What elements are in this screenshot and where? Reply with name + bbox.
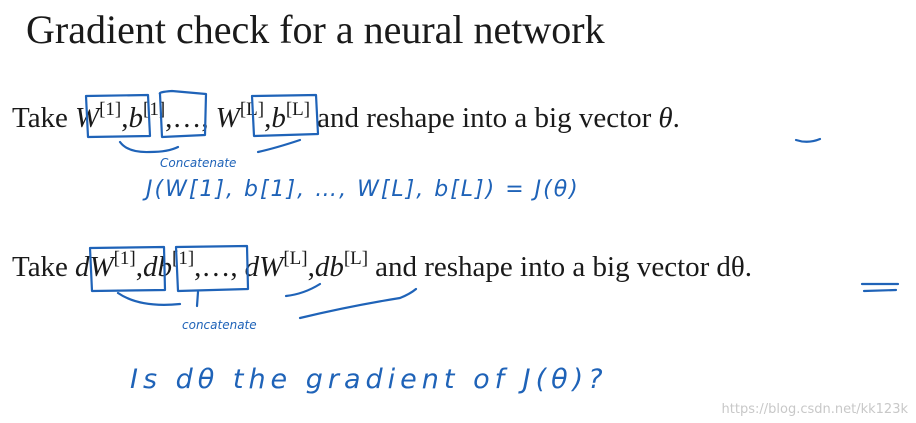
concatenate-note-1: Concatenate: [160, 156, 237, 170]
dw1-symbol: dW[1]: [74, 248, 136, 283]
gradient-question: Is dθ the gradient of J(θ)?: [130, 364, 608, 395]
take-word: Take: [12, 251, 68, 283]
reshape-text: and reshape into a big vector: [317, 102, 652, 134]
box-wL: [250, 93, 320, 138]
brace-5: [298, 287, 418, 320]
box-w1: [84, 93, 152, 139]
concatenate-note-2: concatenate: [182, 318, 257, 332]
box-b1: [158, 89, 208, 139]
dwL-symbol: dW[L]: [244, 248, 308, 283]
tick-mid: [195, 290, 200, 308]
watermark: https://blog.csdn.net/kk123k: [721, 402, 908, 417]
theta-symbol: θ: [658, 102, 673, 134]
box-dw1: [88, 245, 167, 293]
dbL-symbol: db[L]: [314, 248, 369, 283]
dtheta-symbol: dθ: [716, 251, 745, 283]
brace-1: [118, 140, 180, 154]
brace-3: [116, 291, 182, 306]
dtheta-underline: [860, 282, 900, 293]
brace-2: [256, 138, 302, 154]
brace-4: [284, 282, 322, 298]
ellipsis: …: [201, 251, 231, 283]
reshape-text: and reshape into a big vector: [375, 251, 710, 283]
theta-underline: [794, 137, 822, 143]
take-word: Take: [12, 102, 68, 134]
cost-function-note: J(W[1], b[1], …, W[L], b[L]) = J(θ): [146, 177, 580, 202]
period: .: [672, 102, 680, 134]
period: .: [744, 251, 752, 283]
box-db1: [174, 244, 250, 293]
bL-symbol: b[L]: [271, 99, 311, 134]
ellipsis: …: [172, 102, 202, 134]
slide-title: Gradient check for a neural network: [26, 7, 605, 52]
